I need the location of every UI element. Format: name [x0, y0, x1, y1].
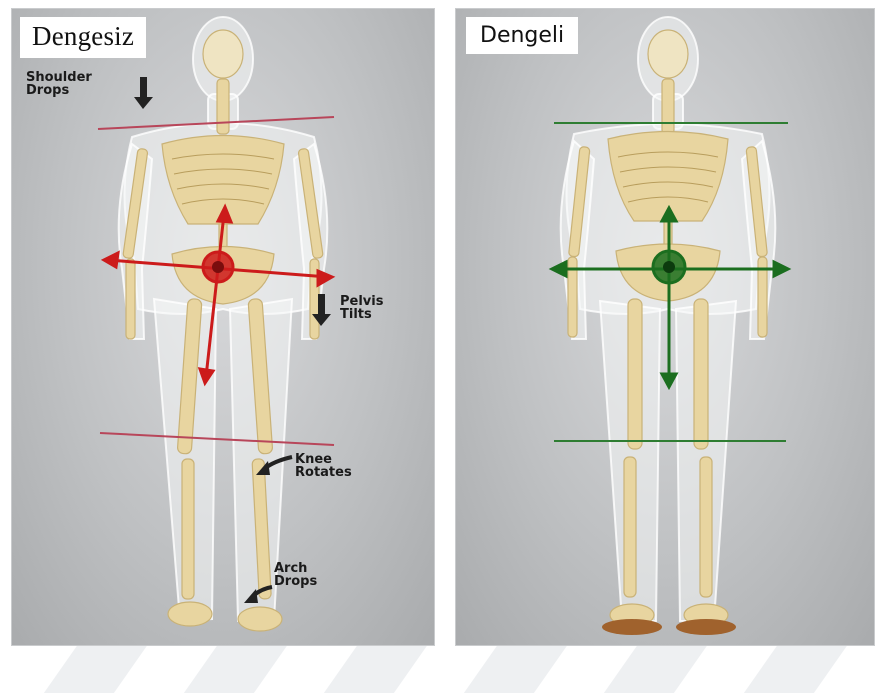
sandals [602, 619, 736, 635]
knee-level-line [100, 433, 334, 445]
decorative-stripe-band [0, 640, 880, 693]
knee-rotates-callout: Knee Rotates [295, 453, 352, 479]
unbalanced-posture-panel: Dengesiz Shoulder Drops Pelvis Tilts Kne… [11, 8, 435, 646]
shoulder-drops-callout: Shoulder Drops [26, 71, 92, 97]
arch-drops-callout: Arch Drops [274, 562, 317, 588]
balanced-panel-title: Dengeli [466, 17, 578, 54]
balanced-skeleton-figure [456, 9, 874, 645]
balanced-posture-panel: Dengeli [455, 8, 875, 646]
unbalanced-skeleton-figure [12, 9, 434, 645]
pelvis-tilts-callout: Pelvis Tilts [340, 295, 383, 321]
unbalanced-panel-title: Dengesiz [20, 17, 146, 58]
skeleton-bones [123, 30, 324, 631]
